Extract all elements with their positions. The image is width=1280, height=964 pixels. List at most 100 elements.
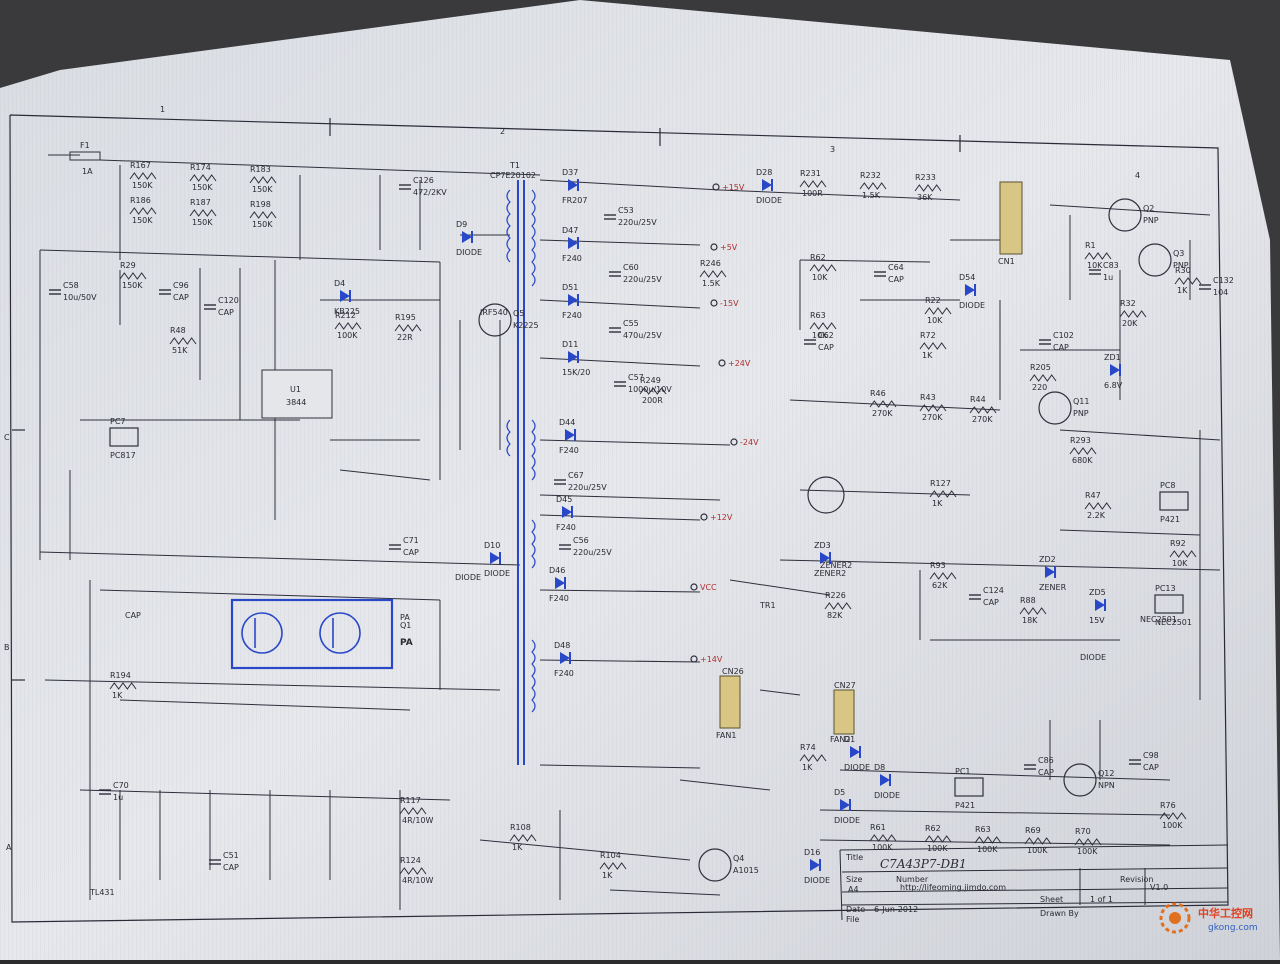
rail-terminal <box>710 299 718 307</box>
connector-cn1 <box>999 181 1023 255</box>
capacitor-value: CAP <box>218 308 234 317</box>
diode-value: DIODE <box>874 791 900 800</box>
capacitor-ref: C86 <box>1038 756 1054 765</box>
border-letter: B <box>4 643 10 652</box>
resistor-symbol <box>974 836 1002 844</box>
resistor-symbol <box>394 324 422 332</box>
diode-value: F240 <box>556 523 576 532</box>
rail-terminal <box>690 583 698 591</box>
resistor-symbol <box>869 400 897 408</box>
diode-value: DIODE <box>844 763 870 772</box>
resistor-value: 10K <box>1172 559 1188 568</box>
diode-symbol <box>568 179 578 191</box>
rail-terminal <box>718 359 726 367</box>
sheet-value: 1 of 1 <box>1090 895 1113 904</box>
diode-symbol <box>850 746 860 758</box>
capacitor-ref: C98 <box>1143 751 1159 760</box>
diode-symbol <box>568 294 578 306</box>
diode-ref: D44 <box>559 418 575 427</box>
resistor-ref: R76 <box>1160 801 1176 810</box>
resistor-value: 100K <box>1027 846 1048 855</box>
size-value: A4 <box>848 885 859 894</box>
rail-terminal <box>712 183 720 191</box>
capacitor-value: 1u <box>1103 273 1113 282</box>
resistor-value: 18K <box>1022 616 1038 625</box>
resistor-value: 100R <box>802 189 823 198</box>
resistor-value: 82K <box>827 611 843 620</box>
resistor-ref: R32 <box>1120 299 1136 308</box>
transistor-value: PNP <box>1173 261 1189 270</box>
number-label: Number <box>896 875 929 884</box>
diode-ref: D5 <box>834 788 845 797</box>
pa-module <box>230 598 394 670</box>
resistor-ref: R231 <box>800 169 821 178</box>
resistor-value: 100K <box>872 843 893 852</box>
capacitor-value: 220u/25V <box>573 548 612 557</box>
fuse-ref: F1 <box>80 141 90 150</box>
resistor-ref: R1 <box>1085 241 1096 250</box>
resistor-symbol <box>924 307 952 315</box>
resistor-symbol <box>929 572 957 580</box>
resistor-symbol <box>699 270 727 278</box>
resistor-symbol <box>334 322 362 330</box>
diode-ref: D47 <box>562 226 578 235</box>
diode-ref: D51 <box>562 283 578 292</box>
capacitor-ref: C58 <box>63 281 79 290</box>
resistor-ref: R22 <box>925 296 941 305</box>
fan-label: FAN2 <box>830 735 850 744</box>
diode-symbol <box>560 652 570 664</box>
diode-ref: D16 <box>804 848 820 857</box>
resistor-value: 10K <box>812 331 828 340</box>
resistor-ref: R174 <box>190 163 211 172</box>
border-letter: A <box>6 843 12 852</box>
resistor-value: 100K <box>1077 847 1098 856</box>
resistor-value: 1.5K <box>702 279 721 288</box>
connector-label: CN27 <box>834 681 856 690</box>
capacitor-ref: C96 <box>173 281 189 290</box>
wiring-secondary <box>479 179 1221 900</box>
resistor-symbol <box>189 209 217 217</box>
misc-label: CAP <box>125 611 141 620</box>
resistor-value: 100K <box>927 844 948 853</box>
resistor-value: 1K <box>802 763 813 772</box>
resistor-symbol <box>929 490 957 498</box>
resistor-value: 10K <box>1087 261 1103 270</box>
transistor-ref: Q2 <box>1143 204 1154 213</box>
resistor-ref: R226 <box>825 591 846 600</box>
transistor-ref: Q4 <box>733 854 744 863</box>
capacitor-ref: C64 <box>888 263 904 272</box>
resistor-value: 150K <box>252 220 273 229</box>
diode-symbol <box>568 351 578 363</box>
rail-label: +24V <box>728 359 751 368</box>
diode-symbol <box>462 231 472 243</box>
diode-value: DIODE <box>456 248 482 257</box>
fuse-symbol <box>69 151 101 161</box>
resistor-value: 1K <box>922 351 933 360</box>
diode-value: F240 <box>554 669 574 678</box>
diode-value: FR207 <box>562 196 587 205</box>
resistor-value: 62K <box>932 581 948 590</box>
resistor-value: 270K <box>922 413 943 422</box>
resistor-value: 1.5K <box>862 191 881 200</box>
resistor-symbol <box>129 172 157 180</box>
size-label: Size <box>846 875 863 884</box>
resistor-ref: R70 <box>1075 827 1091 836</box>
diode-symbol <box>810 859 820 871</box>
resistor-value: 22R <box>397 333 413 342</box>
misc-label: DIODE <box>1080 653 1106 662</box>
drawn-label: Drawn By <box>1040 909 1079 918</box>
rail-label: -24V <box>740 438 759 447</box>
diode-symbol <box>762 179 772 191</box>
resistor-ref: R233 <box>915 173 936 182</box>
fan-label: FAN1 <box>716 731 736 740</box>
resistor-symbol <box>1119 310 1147 318</box>
diode-ref: D4 <box>334 279 345 288</box>
resistor-ref: R108 <box>510 823 531 832</box>
diode-ref: D8 <box>874 763 885 772</box>
capacitor-value: 10u/50V <box>63 293 97 302</box>
resistor-symbol <box>1084 252 1112 260</box>
diode-ref: ZD5 <box>1089 588 1106 597</box>
diode-ref: D10 <box>484 541 500 550</box>
url-text: http://lifeoming.jimdo.com <box>900 883 1006 892</box>
resistor-symbol <box>639 387 667 395</box>
